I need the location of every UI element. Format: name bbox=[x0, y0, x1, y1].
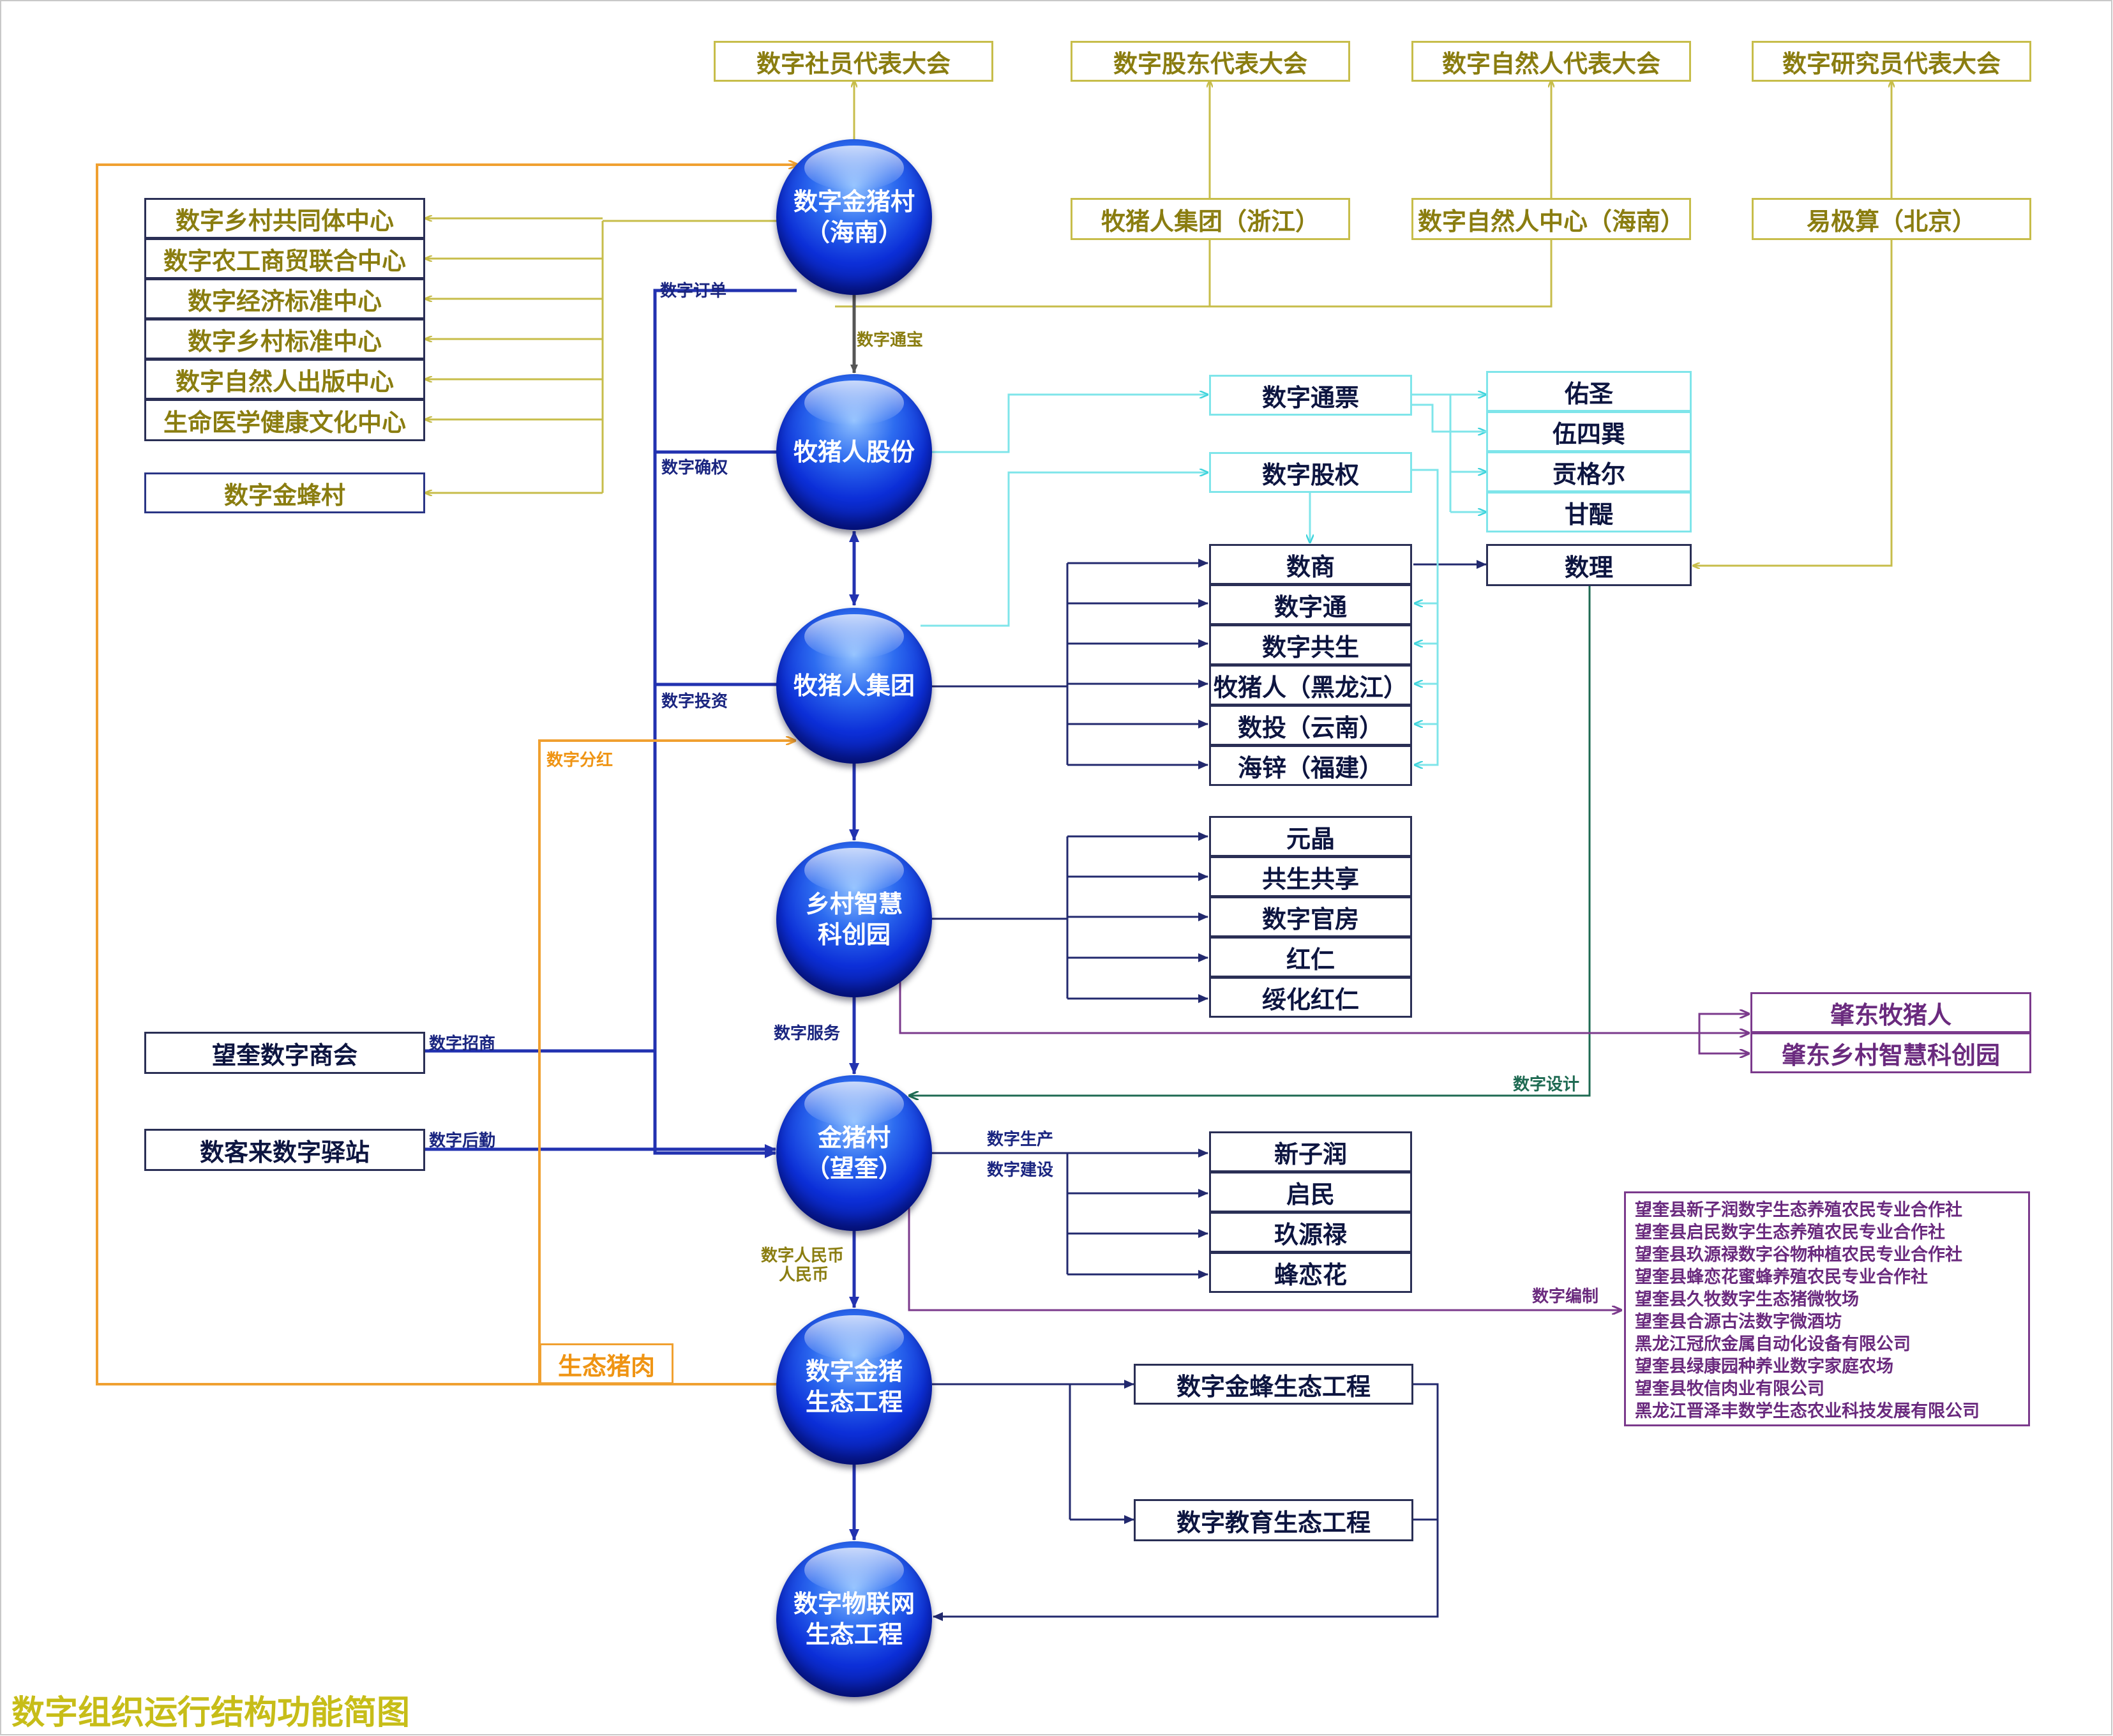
label-order: 数字订单 bbox=[660, 282, 727, 301]
label-rmb-digital: 数字人民币 bbox=[761, 1246, 845, 1265]
village-sub-box: 蜂恋花 bbox=[1209, 1252, 1412, 1293]
label-shengchan: 数字生产 bbox=[987, 1130, 1054, 1149]
assembly-box: 数字股东代表大会 bbox=[1071, 41, 1350, 82]
company-list: 望奎县新子润数字生态养殖农民专业合作社 望奎县启民数字生态养殖农民专业合作社 望… bbox=[1624, 1191, 2030, 1426]
center-box: 数字乡村标准中心 bbox=[144, 319, 425, 359]
center-box: 数字自然人出版中心 bbox=[144, 359, 425, 400]
group-sub-box: 数投（云南） bbox=[1209, 705, 1412, 746]
circle-iot-eco-project: 数字物联网 生态工程 bbox=[776, 1541, 932, 1697]
holder-box: 伍四巽 bbox=[1486, 411, 1692, 452]
holder-box: 佑圣 bbox=[1486, 371, 1692, 412]
circle-golden-pig-eco-project: 数字金猪 生态工程 bbox=[776, 1309, 932, 1465]
label-zhaoshang: 数字招商 bbox=[429, 1034, 496, 1053]
park-sub-box: 元晶 bbox=[1209, 816, 1412, 857]
village-sub-box: 玖源禄 bbox=[1209, 1212, 1412, 1253]
label-quequan: 数字确权 bbox=[661, 458, 728, 478]
center-box: 数字经济标准中心 bbox=[144, 278, 425, 319]
input-box-chamber: 望奎数字商会 bbox=[144, 1032, 425, 1074]
park-sub-box: 共生共享 bbox=[1209, 856, 1412, 897]
jinfeng-village-box: 数字金蜂村 bbox=[144, 472, 425, 513]
eco-project-box: 数字金蜂生态工程 bbox=[1134, 1364, 1413, 1405]
zhaodong-box: 肇东牧猪人 bbox=[1750, 992, 2031, 1033]
company-item: 望奎县绿康园种养业数字家庭农场 bbox=[1635, 1357, 1893, 1377]
label-sheji: 数字设计 bbox=[1513, 1075, 1580, 1094]
label-tongbao: 数字通宝 bbox=[857, 331, 924, 350]
company-item: 望奎县玖源禄数字谷物种植农民专业合作社 bbox=[1635, 1245, 1962, 1265]
label-houqin: 数字后勤 bbox=[429, 1131, 496, 1151]
group-sub-box: 海锌（福建） bbox=[1209, 745, 1412, 786]
park-sub-box: 数字官房 bbox=[1209, 896, 1412, 937]
ecological-pork-box: 生态猪肉 bbox=[539, 1343, 673, 1384]
park-sub-box: 红仁 bbox=[1209, 937, 1412, 977]
eco-project-box: 数字教育生态工程 bbox=[1134, 1499, 1413, 1541]
hub-box: 数字自然人中心（海南） bbox=[1411, 198, 1691, 240]
assembly-box: 数字自然人代表大会 bbox=[1411, 41, 1691, 82]
hub-box: 牧猪人集团（浙江） bbox=[1071, 198, 1350, 240]
ticket-box: 数字通票 bbox=[1209, 375, 1412, 416]
group-sub-box: 数商 bbox=[1209, 544, 1412, 585]
circle-golden-pig-village-wangkui: 金猪村 （望奎） bbox=[776, 1075, 932, 1231]
company-item: 望奎县久牧数字生态猪微牧场 bbox=[1635, 1290, 1859, 1310]
label-touzi: 数字投资 bbox=[661, 692, 728, 711]
circle-muzhuren-shares: 牧猪人股份 bbox=[776, 374, 932, 530]
group-sub-box: 数字通 bbox=[1209, 584, 1412, 625]
circle-rural-smart-park: 乡村智慧 科创园 bbox=[776, 842, 932, 997]
center-box: 生命医学健康文化中心 bbox=[144, 399, 425, 441]
label-jianshe: 数字建设 bbox=[987, 1161, 1054, 1180]
company-item: 黑龙江冠欣金属自动化设备有限公司 bbox=[1635, 1334, 1911, 1354]
input-box-station: 数客来数字驿站 bbox=[144, 1129, 425, 1171]
holder-box: 甘醍 bbox=[1486, 492, 1692, 532]
group-sub-box: 数字共生 bbox=[1209, 624, 1412, 665]
village-sub-box: 新子润 bbox=[1209, 1131, 1412, 1172]
label-rmb: 人民币 bbox=[779, 1265, 829, 1285]
hub-box: 易极算（北京） bbox=[1752, 198, 2031, 240]
diagram-title: 数字组织运行结构功能简图 bbox=[11, 1694, 410, 1732]
label-fenhong: 数字分红 bbox=[546, 751, 613, 770]
shuli-box: 数理 bbox=[1486, 544, 1692, 586]
company-item: 望奎县蜂恋花蜜蜂养殖农民专业合作社 bbox=[1635, 1267, 1928, 1287]
group-sub-box: 牧猪人（黑龙江） bbox=[1209, 665, 1412, 706]
center-box: 数字乡村共同体中心 bbox=[144, 198, 425, 239]
circle-muzhuren-group: 牧猪人集团 bbox=[776, 608, 932, 764]
zhaodong-box: 肇东乡村智慧科创园 bbox=[1750, 1032, 2031, 1073]
company-item: 望奎县新子润数字生态养殖农民专业合作社 bbox=[1635, 1200, 1962, 1220]
circle-digital-golden-pig-village-hainan: 数字金猪村 （海南） bbox=[776, 139, 932, 295]
assembly-box: 数字研究员代表大会 bbox=[1752, 41, 2031, 82]
holder-box: 贡格尔 bbox=[1486, 451, 1692, 492]
label-bianzhi: 数字编制 bbox=[1532, 1287, 1599, 1306]
company-item: 望奎县启民数字生态养殖农民专业合作社 bbox=[1635, 1223, 1945, 1242]
assembly-box: 数字社员代表大会 bbox=[714, 41, 993, 82]
ticket-box: 数字股权 bbox=[1209, 452, 1412, 493]
company-item: 望奎县合源古法数字微酒坊 bbox=[1635, 1312, 1842, 1332]
company-item: 黑龙江晋泽丰数学生态农业科技发展有限公司 bbox=[1635, 1401, 1980, 1421]
park-sub-box: 绥化红仁 bbox=[1209, 977, 1412, 1018]
company-item: 望奎县牧信肉业有限公司 bbox=[1635, 1379, 1824, 1399]
village-sub-box: 启民 bbox=[1209, 1172, 1412, 1212]
label-service: 数字服务 bbox=[774, 1024, 841, 1043]
center-box: 数字农工商贸联合中心 bbox=[144, 238, 425, 279]
